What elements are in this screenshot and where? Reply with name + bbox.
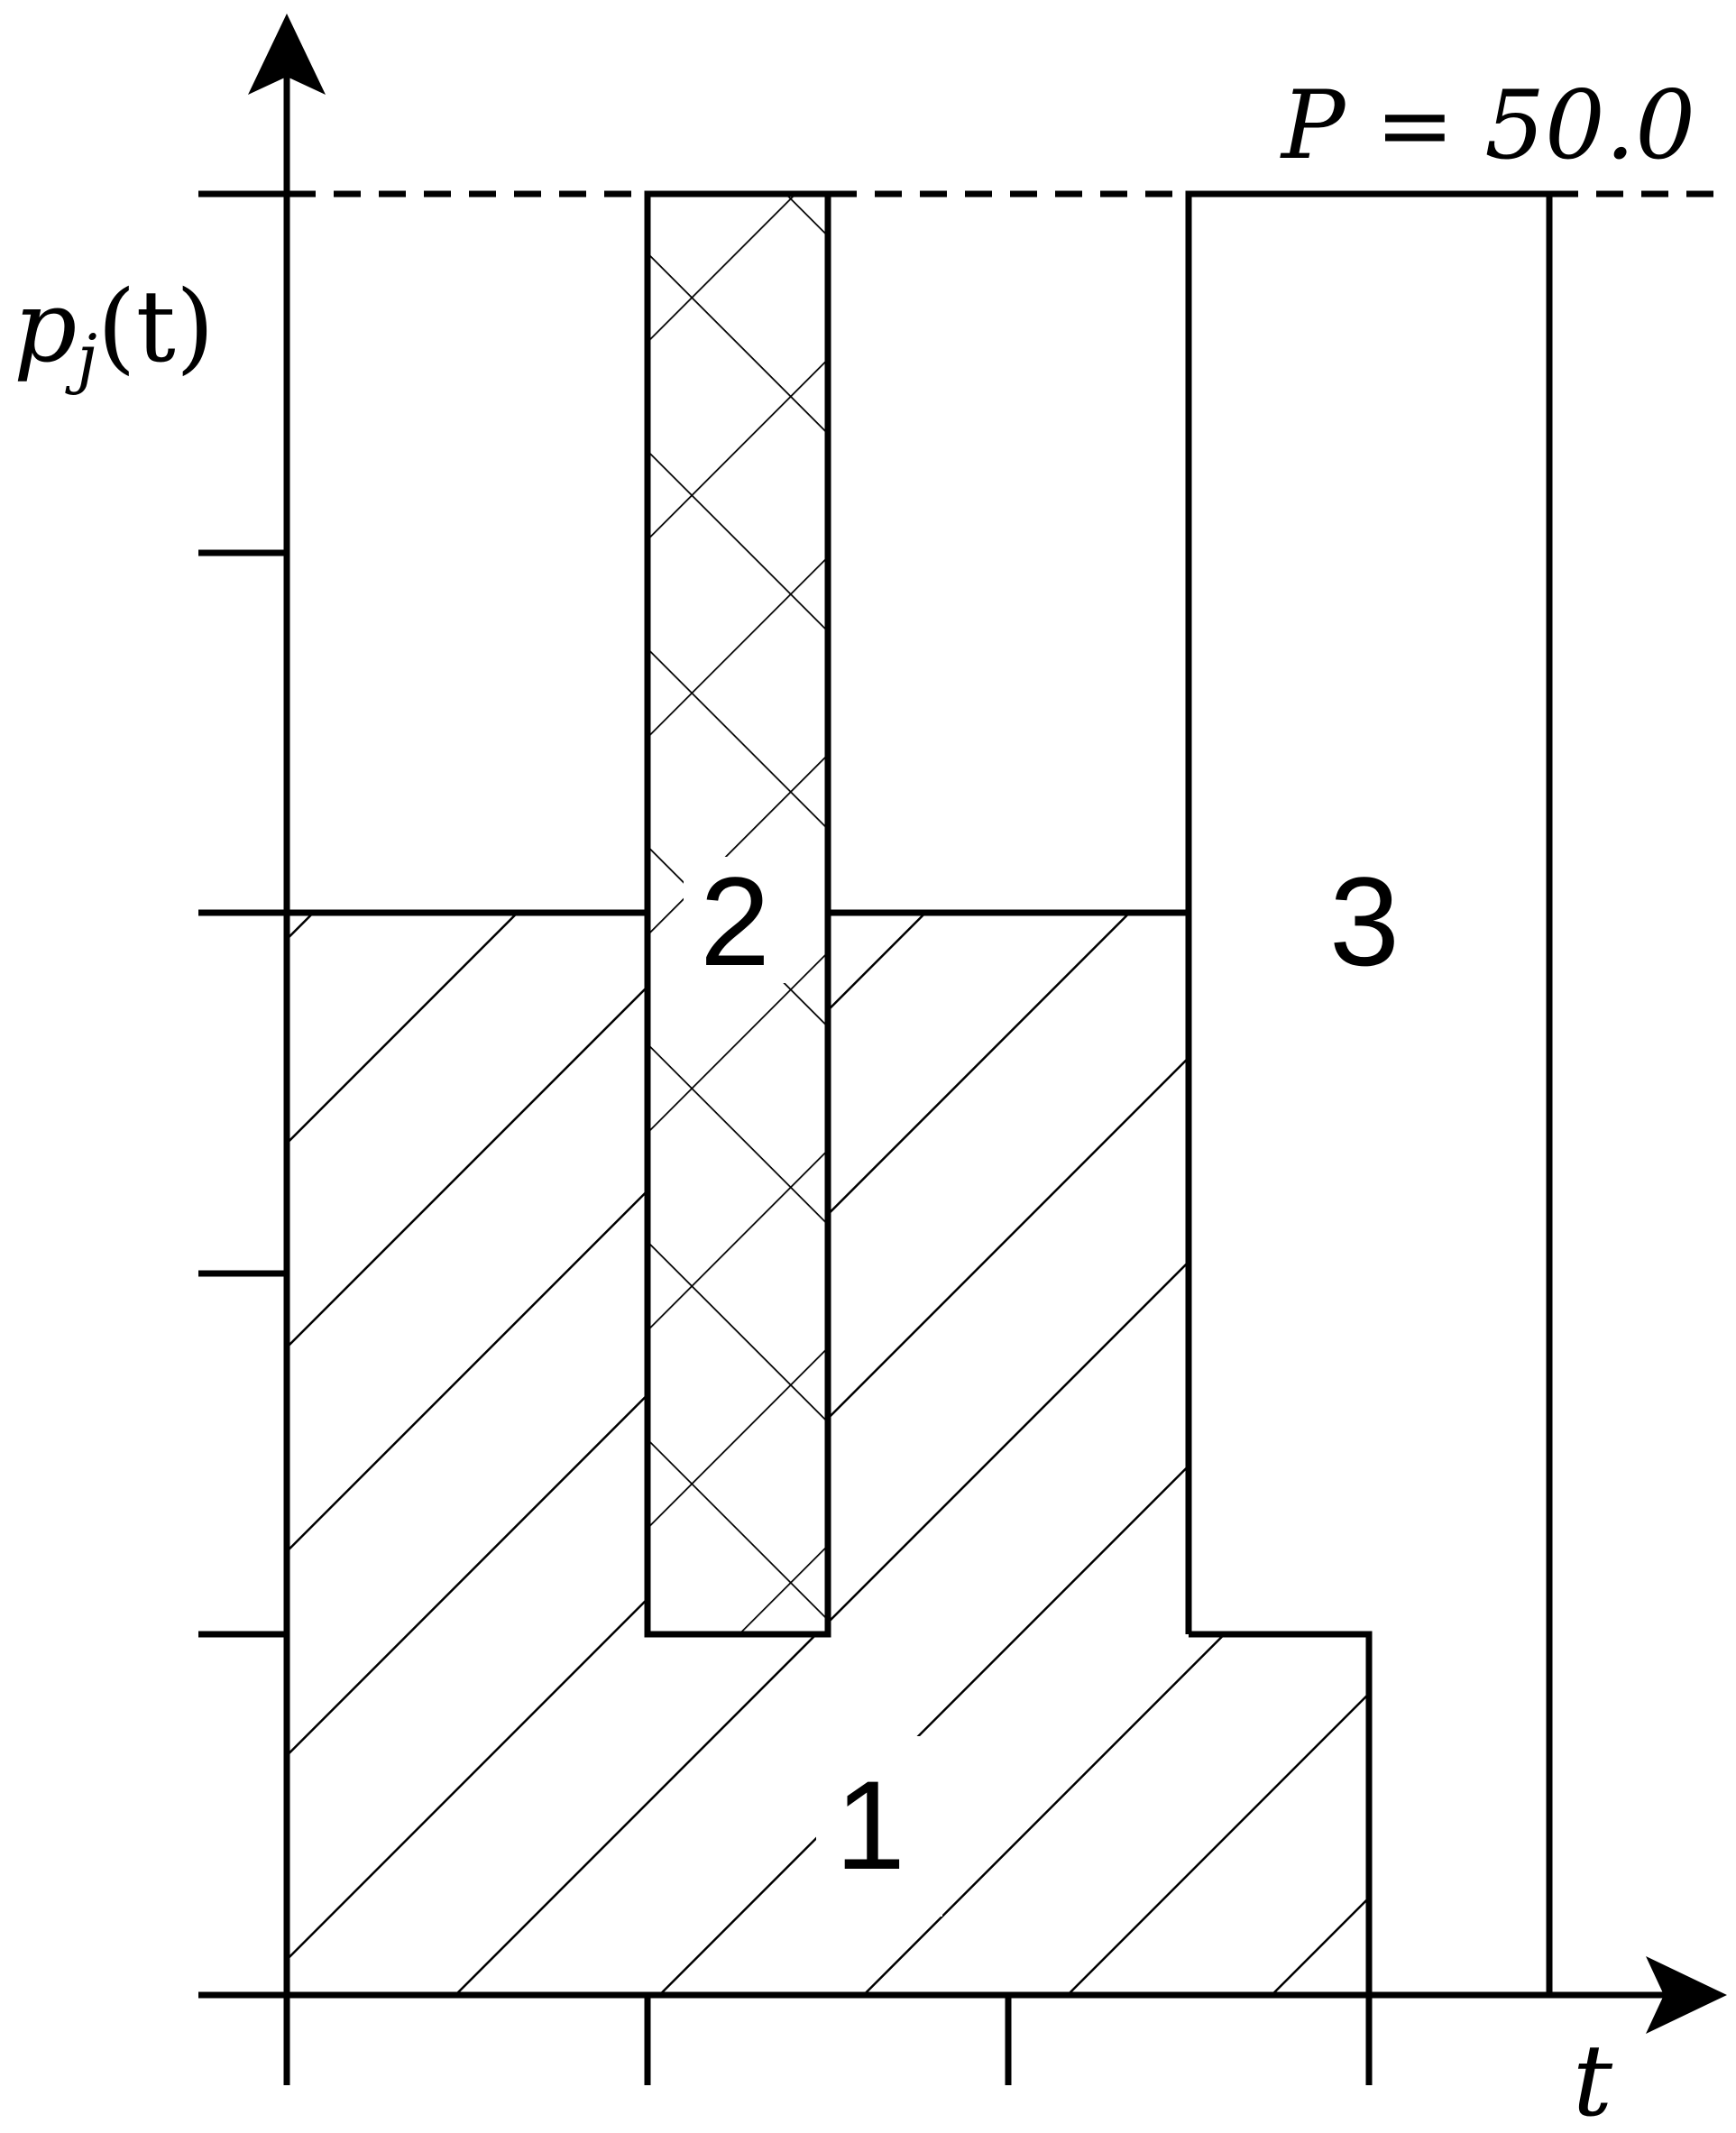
y-axis-arrowhead <box>248 14 326 95</box>
job-2-label: 2 <box>700 850 770 992</box>
x-axis-label: t <box>1573 2023 1613 2133</box>
job-3-outline <box>1185 190 1553 1995</box>
job-1-label-bg <box>816 1736 942 1917</box>
job-1-label: 1 <box>835 1754 905 1896</box>
job-2-label-bg <box>684 857 792 983</box>
job-3-label: 3 <box>1329 850 1400 992</box>
job-2-outline <box>644 190 831 1638</box>
y-axis-label: pj(t) <box>14 269 215 396</box>
x-axis-arrowhead <box>1646 1956 1727 2034</box>
job-1-outline <box>287 909 1373 1995</box>
capacity-label: P = 50.0 <box>1280 70 1695 180</box>
